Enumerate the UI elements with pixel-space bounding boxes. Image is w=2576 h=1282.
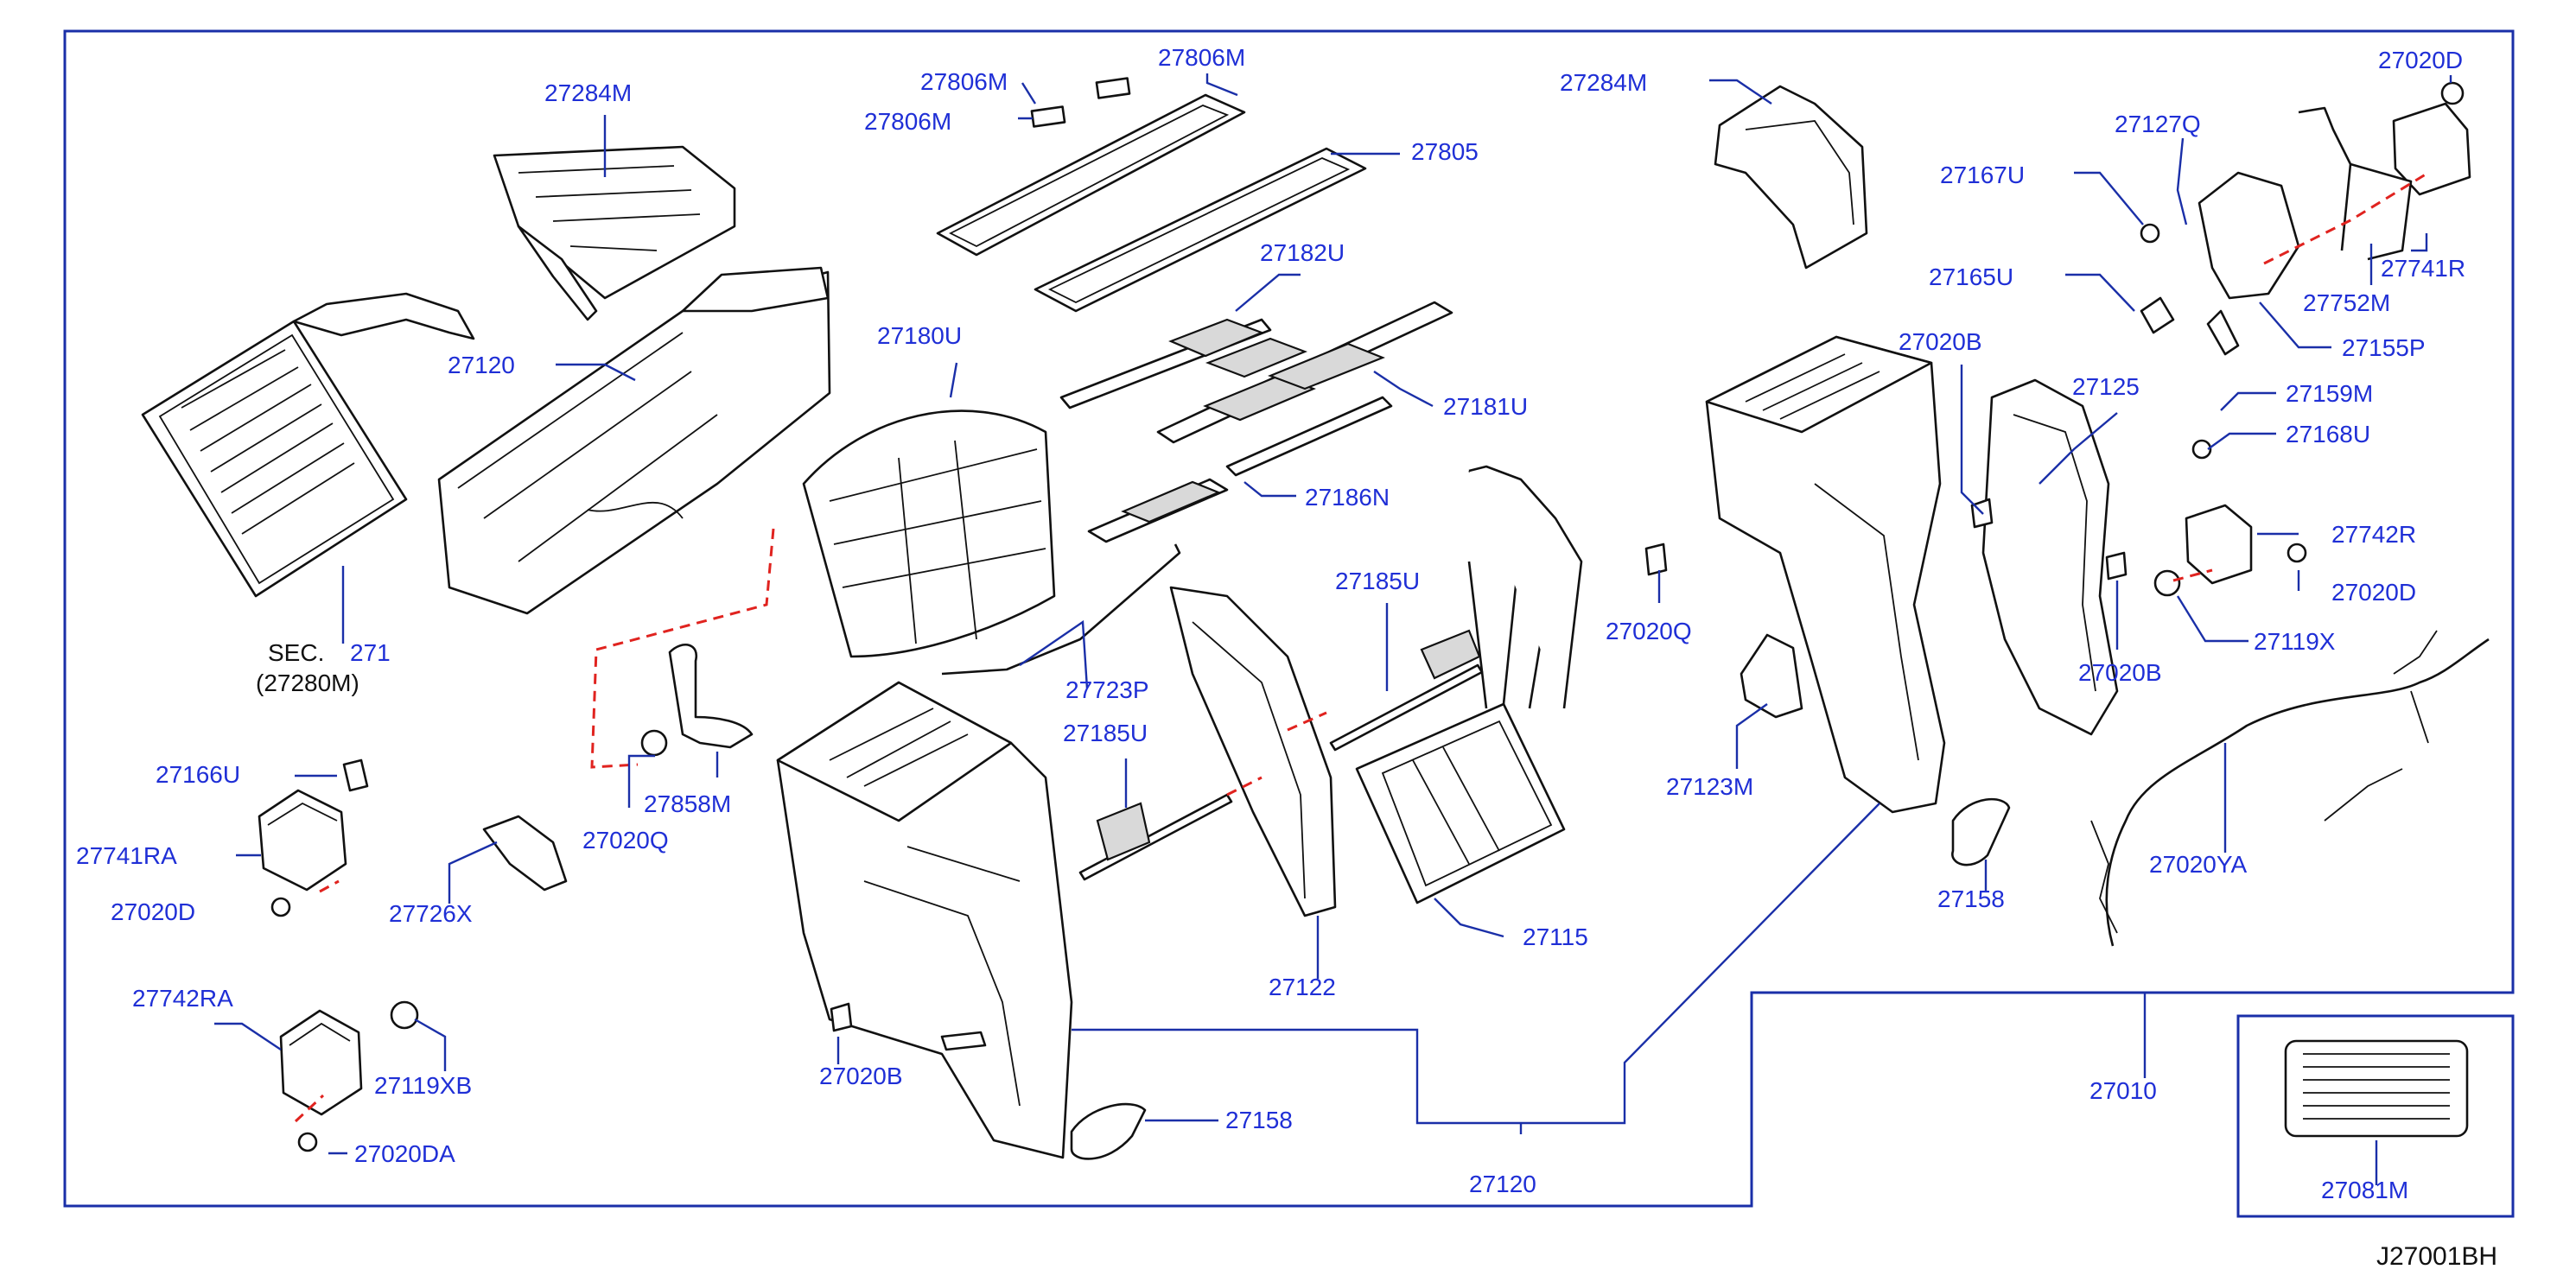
label-27742R: 27742R [2331, 521, 2416, 548]
heater-unit-lower-drawing [776, 681, 1073, 1159]
label-27185U-a: 27185U [1335, 568, 1420, 594]
label-sec-sub: (27280M) [256, 670, 359, 696]
duct-27284M-right-drawing [1714, 85, 1868, 270]
actuator-27742RA-drawing [279, 1009, 363, 1116]
label-27020Q-right: 27020Q [1606, 618, 1692, 644]
label-27182U: 27182U [1260, 239, 1345, 266]
label-27181U: 27181U [1443, 393, 1528, 420]
label-27158-bottom: 27158 [1225, 1107, 1293, 1133]
label-sec: SEC. [268, 639, 324, 666]
label-27186N: 27186N [1305, 484, 1390, 511]
label-27119X: 27119X [2254, 628, 2336, 655]
label-27180U: 27180U [877, 322, 962, 349]
label-27020Q-left: 27020Q [582, 827, 669, 854]
heater-core-drawing [1355, 465, 1583, 904]
filter-27805-drawing [936, 77, 1367, 313]
gasket-27158-bottom-drawing [1070, 1102, 1147, 1160]
label-27284M-left: 27284M [544, 79, 632, 106]
label-27020B-bottom: 27020B [819, 1063, 903, 1089]
label-27165U: 27165U [1929, 263, 2013, 290]
label-27726X: 27726X [389, 900, 473, 927]
label-27020D-left: 27020D [111, 898, 195, 925]
label-27723P: 27723P [1065, 676, 1149, 703]
label-27741RA: 27741RA [76, 842, 177, 869]
aspirator-hose-drawing [482, 644, 754, 892]
heater-unit-right-drawing [1705, 335, 1946, 814]
label-27858M: 27858M [644, 790, 731, 817]
harness-27020YA-drawing [2090, 630, 2490, 947]
label-27122: 27122 [1269, 974, 1336, 1000]
label-27284M-right: 27284M [1560, 69, 1647, 96]
label-27185U-b: 27185U [1063, 720, 1148, 746]
label-27742RA: 27742RA [132, 985, 233, 1012]
rods-27185U-drawing [1078, 629, 1484, 881]
label-27167U: 27167U [1940, 162, 2025, 188]
lever-27155P-drawing [2198, 171, 2300, 300]
rod-27723P-drawing [941, 543, 1181, 676]
doors-drawing [1059, 301, 1453, 543]
label-sheet-27081M-drawing [2284, 1039, 2469, 1138]
label-27020YA: 27020YA [2149, 851, 2247, 878]
main-frame [63, 29, 2515, 1208]
duct-27122-drawing [1169, 586, 1337, 917]
assembly-dashes [294, 171, 2429, 1123]
leader-lines [214, 73, 2452, 1185]
label-27010: 27010 [2089, 1077, 2157, 1104]
label-27119XB: 27119XB [374, 1072, 472, 1099]
duct-27284M-left-drawing [493, 145, 736, 321]
label-27125: 27125 [2072, 373, 2140, 400]
label-27081M: 27081M [2321, 1177, 2408, 1203]
label-27020D-mid: 27020D [2331, 579, 2416, 606]
diagram-code: J27001BH [2376, 1242, 2497, 1271]
label-27806M-c: 27806M [864, 108, 951, 135]
label-27120-top: 27120 [448, 352, 515, 378]
label-27168U: 27168U [2286, 421, 2370, 447]
label-27127Q: 27127Q [2115, 111, 2201, 137]
label-sec-number: 271 [350, 639, 391, 666]
link-27752M-drawing [2298, 106, 2413, 261]
label-27123M: 27123M [1666, 773, 1753, 800]
label-27166U: 27166U [156, 761, 240, 788]
gasket-27158-right-drawing [1951, 797, 2011, 866]
actuator-27741R-drawing [2392, 102, 2471, 196]
actuator-27741RA-drawing [258, 789, 347, 892]
actuator-27742R-drawing [2185, 504, 2253, 585]
label-27741R: 27741R [2381, 255, 2465, 282]
label-27155P: 27155P [2342, 334, 2426, 361]
label-27159M: 27159M [2286, 380, 2373, 407]
blower-grille-drawing [802, 409, 1056, 658]
label-27752M: 27752M [2303, 289, 2390, 316]
label-27020DA: 27020DA [354, 1140, 455, 1167]
label-27115: 27115 [1523, 923, 1588, 950]
label-27158-right: 27158 [1937, 885, 2005, 912]
heater-unit-upper-drawing [437, 266, 831, 615]
label-27020B-top: 27020B [1899, 328, 1982, 355]
label-27805: 27805 [1411, 138, 1479, 165]
label-27020D-top: 27020D [2378, 47, 2463, 73]
label-27806M-a: 27806M [920, 68, 1008, 95]
bracket-27123M-drawing [1740, 633, 1803, 719]
label-27806M-b: 27806M [1158, 44, 1245, 71]
label-27120-bottom: 27120 [1469, 1171, 1536, 1197]
evaporator-core-drawing [141, 292, 475, 598]
small-parts-drawing [270, 81, 2465, 1152]
label-inset-frame [2236, 1014, 2515, 1218]
label-27020B-right: 27020B [2078, 659, 2162, 686]
duct-27125-drawing [1981, 378, 2119, 736]
